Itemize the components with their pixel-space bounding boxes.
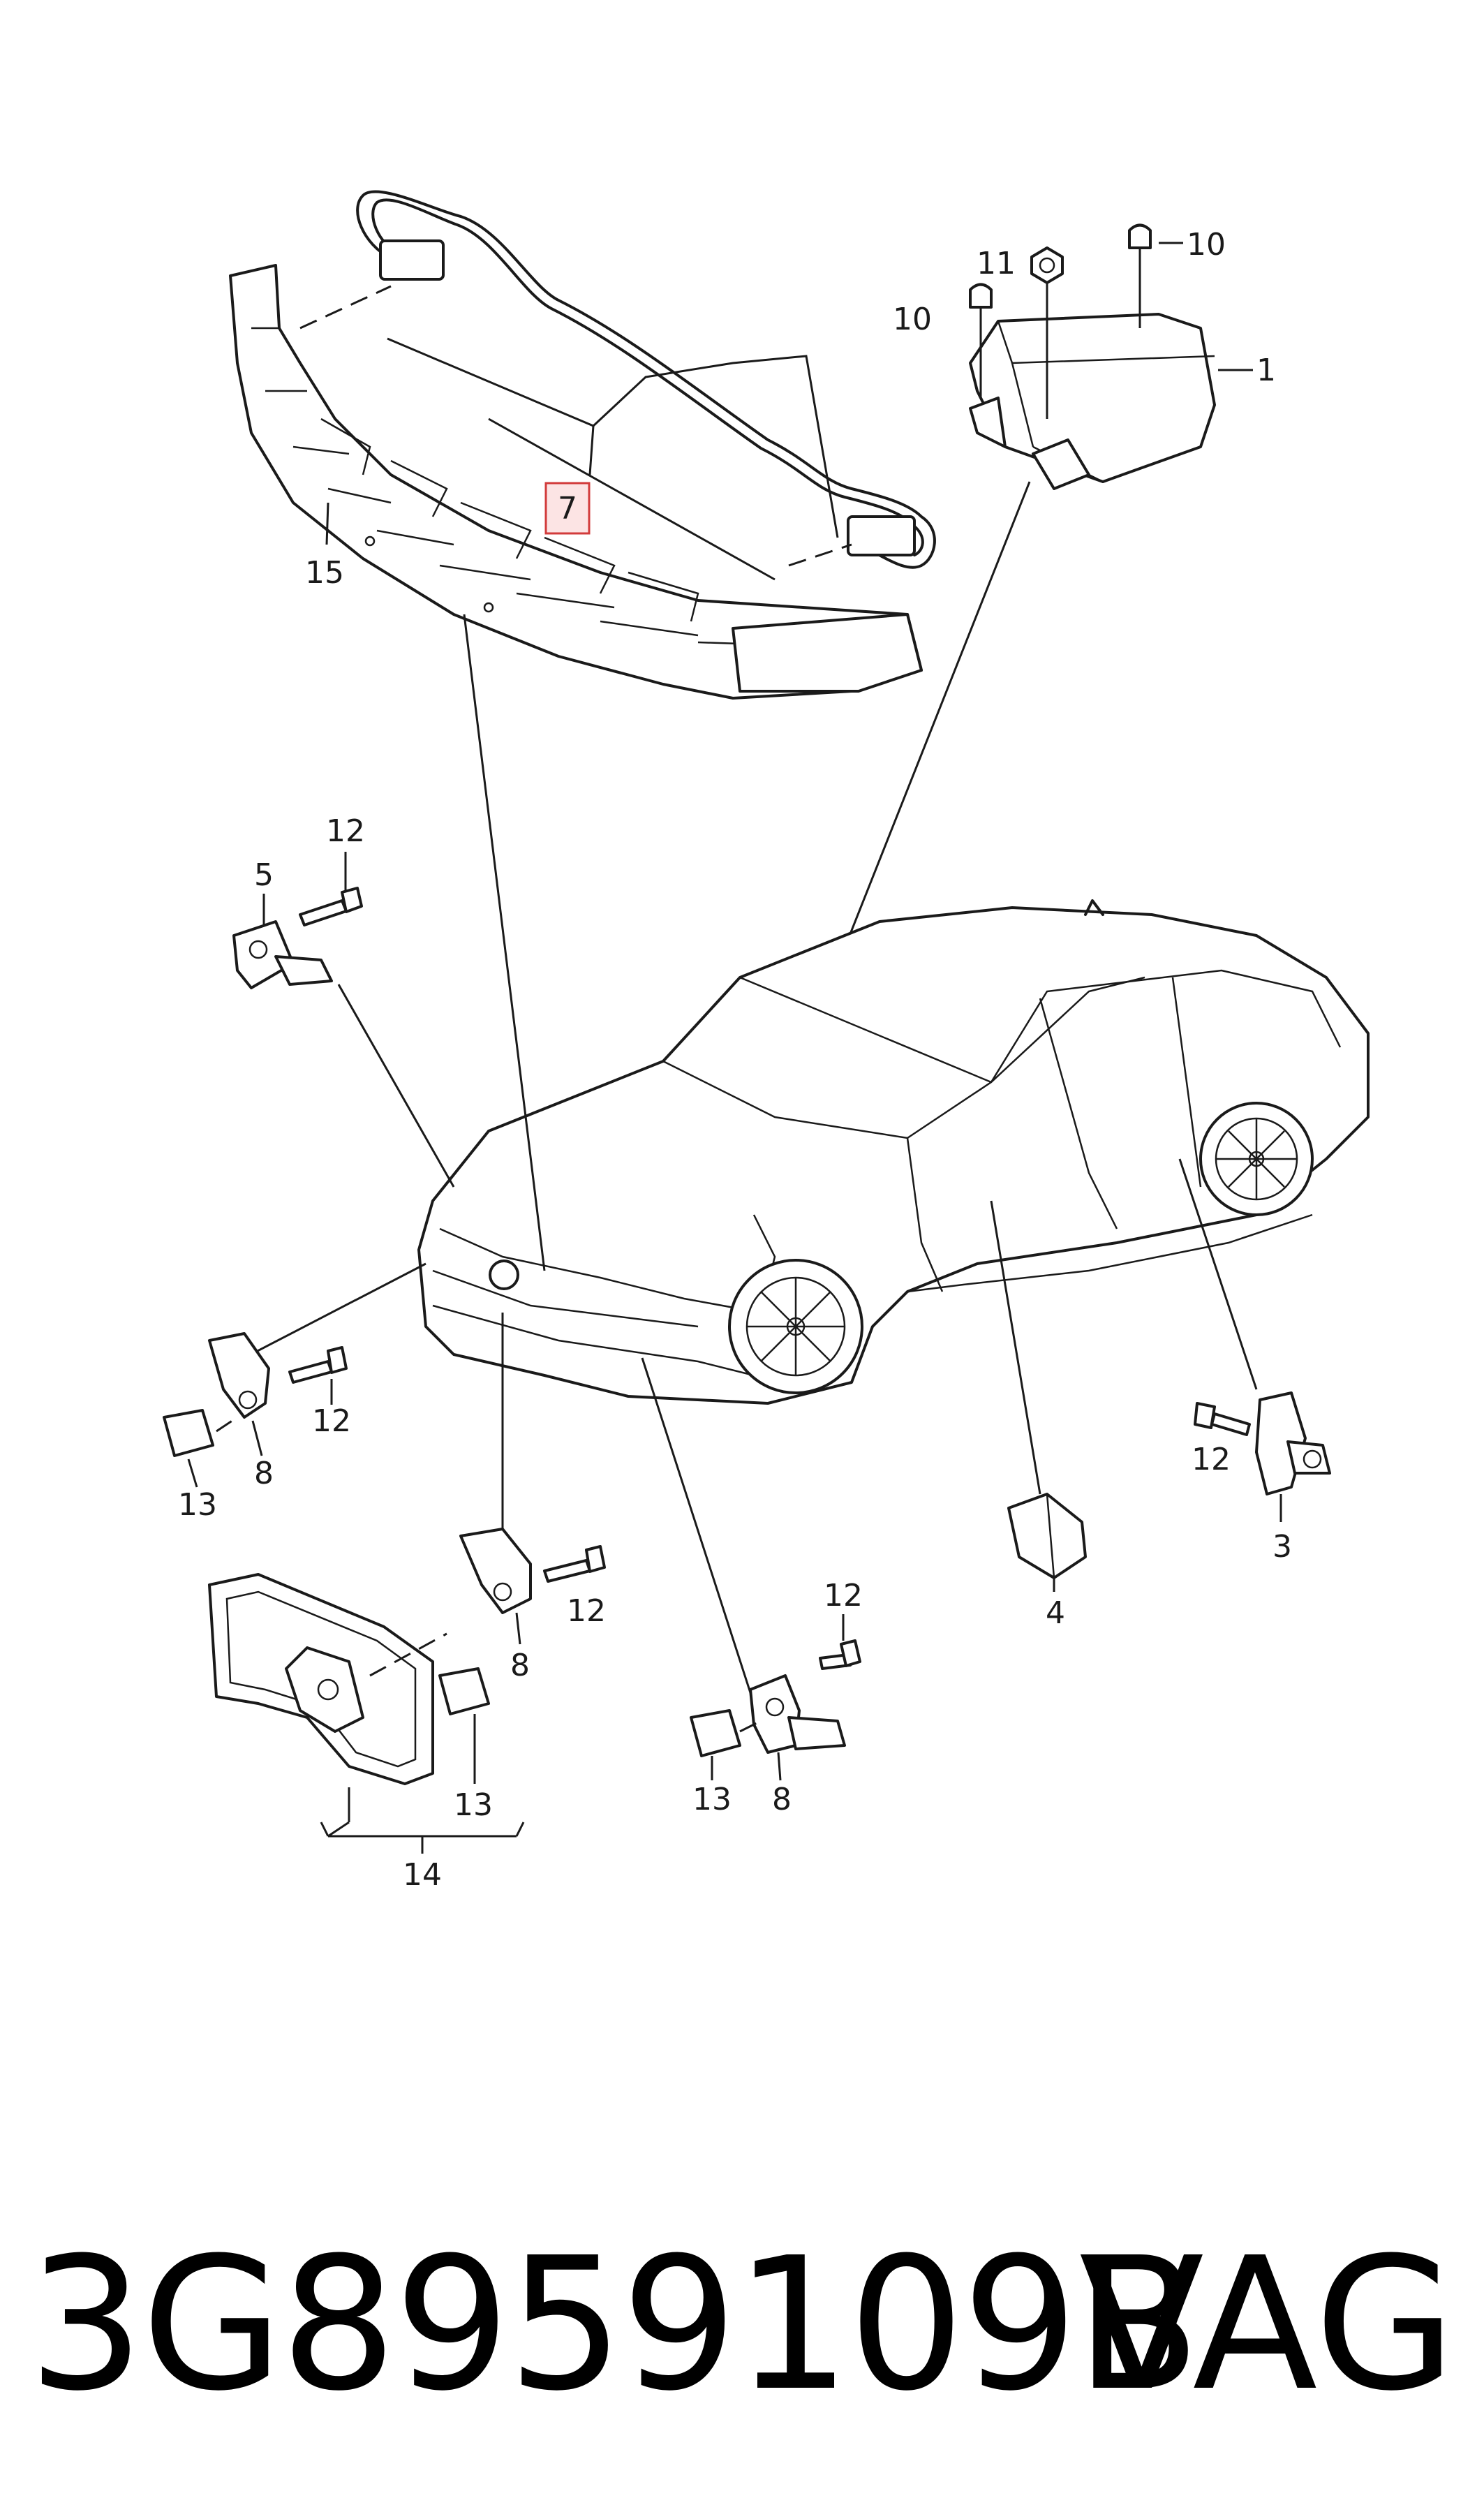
callout-12a-label[interactable]: 12: [326, 813, 365, 849]
sensor-bracket-14: [208, 1573, 434, 1785]
stud-10-right: [1128, 223, 1152, 328]
callout-10a-label[interactable]: 10: [893, 302, 932, 337]
cap-4: [1007, 1493, 1087, 1579]
callout-13a-label[interactable]: 13: [178, 1487, 217, 1523]
footer: 3G8959109B VAG: [0, 2220, 1484, 2430]
bumper-absorber: [229, 264, 923, 700]
callout-8b-label[interactable]: 8: [510, 1648, 530, 1683]
airbag-control-unit: [969, 313, 1216, 490]
sensor-5: [232, 920, 333, 989]
bolt-12-a: [299, 887, 363, 926]
nut-11: [1030, 246, 1064, 419]
callout-13b-label[interactable]: 13: [454, 1787, 493, 1823]
bolt-12-c: [543, 1545, 606, 1583]
clip-13-b: [438, 1667, 490, 1715]
rear-wheel: [1199, 1102, 1314, 1216]
sensor-8-left: [208, 1332, 270, 1419]
sensor-3: [1255, 1391, 1331, 1495]
stud-10-left: [969, 283, 993, 398]
sensor-8-lower: [749, 1674, 846, 1754]
clip-13-a: [163, 1409, 214, 1457]
vw-logo-icon: [489, 1260, 519, 1290]
clip-13-c: [690, 1709, 741, 1757]
bolt-12-e: [1194, 1402, 1251, 1436]
callout-4-label[interactable]: 4: [1046, 1595, 1065, 1631]
callout-14-label[interactable]: 14: [403, 1857, 442, 1893]
callout-7-highlight: [544, 482, 591, 535]
part-number: 3G8959109B: [28, 2218, 1201, 2431]
callout-12e-label[interactable]: 12: [1192, 1442, 1231, 1477]
callout-8c-label[interactable]: 8: [772, 1782, 792, 1817]
callout-11-label[interactable]: 11: [977, 246, 1016, 281]
callout-3-label[interactable]: 3: [1272, 1529, 1292, 1565]
sensor-wiring-harness: [356, 190, 936, 569]
callout-1-label[interactable]: 1: [1256, 353, 1276, 388]
callout-8a-label[interactable]: 8: [254, 1456, 274, 1491]
sensor-8-center: [459, 1528, 532, 1614]
front-wheel: [728, 1259, 863, 1394]
sensor-connector-left: [379, 239, 445, 281]
callout-15-label[interactable]: 15: [305, 555, 344, 591]
callout-13c-label[interactable]: 13: [692, 1782, 732, 1817]
callout-5-label[interactable]: 5: [254, 857, 274, 893]
brand-label: VAG: [1078, 2218, 1456, 2431]
car-body: [417, 899, 1370, 1405]
callout-12b-label[interactable]: 12: [312, 1403, 351, 1439]
callout-12d-label[interactable]: 12: [824, 1578, 863, 1613]
sensor-connector-right: [847, 515, 916, 556]
bolt-12-b: [288, 1346, 348, 1384]
callout-12c-label[interactable]: 12: [567, 1593, 606, 1629]
callout-7[interactable]: 7: [544, 482, 591, 535]
bolt-12-d: [819, 1639, 861, 1670]
callout-7-label: 7: [558, 491, 577, 526]
callout-10b-label[interactable]: 10: [1187, 227, 1226, 263]
